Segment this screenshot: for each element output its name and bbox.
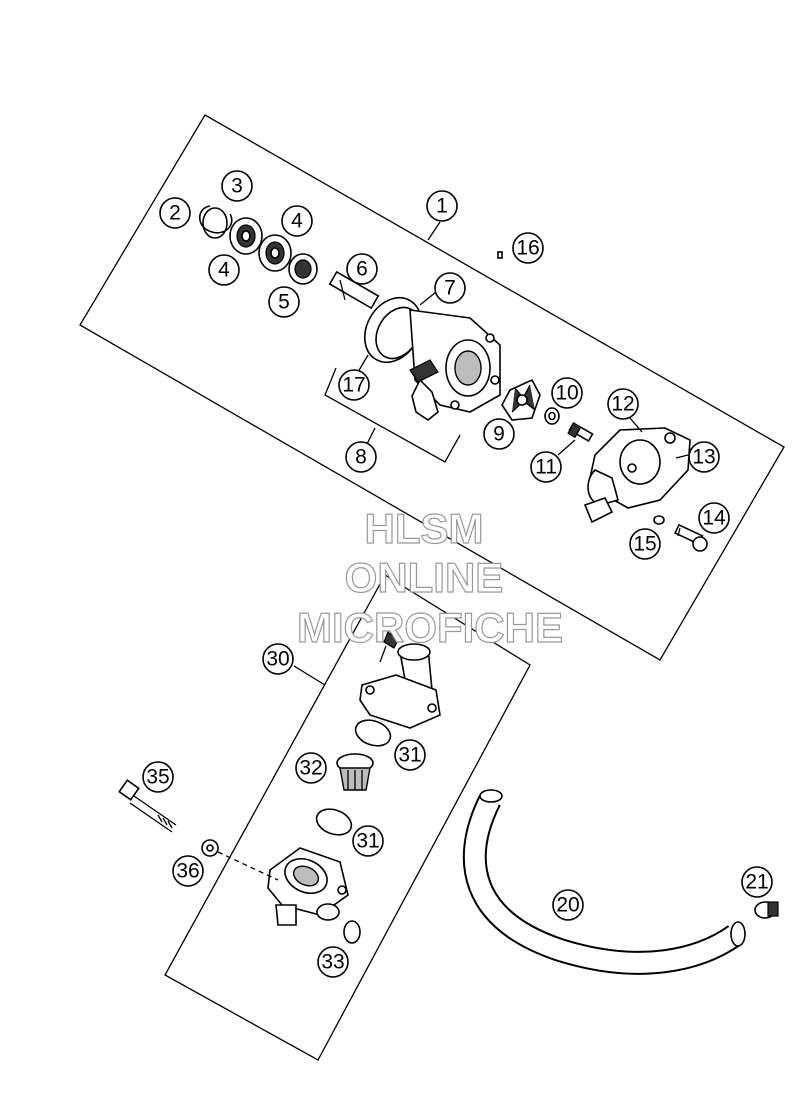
- bolt-washer-part: [201, 839, 219, 857]
- svg-text:33: 33: [321, 951, 344, 974]
- svg-text:20: 20: [556, 894, 579, 917]
- leader-13: [675, 454, 689, 459]
- dashed-assembly-line: [217, 851, 279, 881]
- pump-group-frame: [79, 114, 785, 661]
- callout-16: 16: [512, 232, 544, 264]
- svg-text:3: 3: [231, 175, 243, 198]
- washer-part: [544, 407, 560, 425]
- callout-3: 3: [221, 170, 253, 202]
- svg-text:21: 21: [745, 871, 768, 894]
- thermostat-group-frame: [164, 574, 531, 1061]
- seal-part: [288, 253, 318, 285]
- callout-30: 30: [262, 643, 294, 675]
- svg-text:8: 8: [355, 446, 367, 469]
- oring-lower-part: [315, 808, 353, 836]
- watermark-line3: MICROFICHE: [297, 604, 563, 651]
- callout-8: 8: [345, 441, 377, 473]
- circlip-part: [198, 205, 233, 234]
- impeller-screw-part: [567, 421, 594, 443]
- svg-text:11: 11: [535, 456, 557, 479]
- svg-text:16: 16: [516, 237, 539, 260]
- leader-30: [293, 665, 326, 686]
- svg-text:4: 4: [218, 259, 230, 282]
- callout-33: 33: [317, 946, 349, 978]
- callout-17: 17: [338, 369, 370, 401]
- oring-upper-part: [354, 719, 392, 747]
- svg-text:35: 35: [146, 766, 169, 789]
- callout-5: 5: [268, 286, 300, 318]
- hose-clamp-part: [754, 901, 779, 919]
- callout-11: 11: [530, 451, 562, 483]
- hose-end-top: [479, 789, 503, 803]
- housing-bracket: [324, 367, 461, 463]
- bearing-a-part: [229, 217, 263, 255]
- svg-text:5: 5: [278, 291, 290, 314]
- svg-text:4: 4: [291, 210, 303, 233]
- thermostat-cover-part: [359, 631, 441, 729]
- callout-32: 32: [295, 752, 327, 784]
- svg-text:32: 32: [299, 757, 322, 780]
- oring-small-part: [343, 920, 361, 944]
- callout-12: 12: [607, 388, 639, 420]
- callout-20: 20: [552, 889, 584, 921]
- callout-2: 2: [159, 197, 191, 229]
- watermark-line1: HLSM: [365, 505, 484, 552]
- svg-text:31: 31: [398, 744, 421, 767]
- tiny-pin-part: [497, 251, 503, 259]
- cover-bolt-part: [674, 523, 708, 552]
- svg-text:6: 6: [356, 258, 368, 281]
- callout-1: 1: [426, 190, 458, 222]
- long-bolt-part: [118, 779, 177, 833]
- svg-text:2: 2: [169, 202, 181, 225]
- leader-7: [419, 291, 437, 306]
- callout-31b: 31: [352, 825, 384, 857]
- svg-text:31: 31: [356, 830, 379, 853]
- watermark-line2: ONLINE: [345, 554, 504, 601]
- leader-17: [357, 354, 369, 373]
- svg-text:14: 14: [702, 507, 726, 530]
- svg-text:10: 10: [555, 382, 578, 405]
- hose-end-right: [730, 921, 746, 947]
- callout-31a: 31: [394, 739, 426, 771]
- impeller-part: [501, 378, 541, 421]
- thermostat-base-part: [267, 847, 349, 926]
- callout-4a: 4: [208, 254, 240, 286]
- callout-7: 7: [434, 272, 466, 304]
- callout-21: 21: [741, 866, 773, 898]
- svg-text:13: 13: [692, 446, 715, 469]
- leader-12: [629, 417, 643, 433]
- leader-11: [557, 439, 576, 456]
- svg-text:30: 30: [266, 648, 289, 671]
- svg-text:15: 15: [633, 533, 656, 556]
- svg-text:36: 36: [176, 860, 199, 883]
- bearing-b-part: [258, 234, 292, 272]
- callout-13: 13: [688, 441, 720, 473]
- callout-35: 35: [142, 761, 174, 793]
- pump-housing-part: [363, 297, 501, 421]
- callout-10: 10: [551, 377, 583, 409]
- callout-36: 36: [172, 855, 204, 887]
- svg-text:9: 9: [493, 423, 505, 446]
- callout-15: 15: [629, 528, 661, 560]
- svg-text:17: 17: [342, 374, 365, 397]
- callout-9: 9: [483, 418, 515, 450]
- svg-text:7: 7: [444, 277, 456, 300]
- ring-part: [202, 207, 228, 239]
- svg-text:1: 1: [436, 195, 448, 218]
- pump-cover-part: [583, 427, 691, 524]
- thermostat-part: [336, 753, 374, 791]
- small-oring-part: [653, 515, 665, 525]
- leader-1: [427, 221, 441, 241]
- callout-14: 14: [698, 502, 730, 534]
- coolant-hose-inner: [464, 795, 741, 973]
- svg-text:12: 12: [611, 393, 634, 416]
- callout-4b: 4: [281, 205, 313, 237]
- callout-6: 6: [346, 253, 378, 285]
